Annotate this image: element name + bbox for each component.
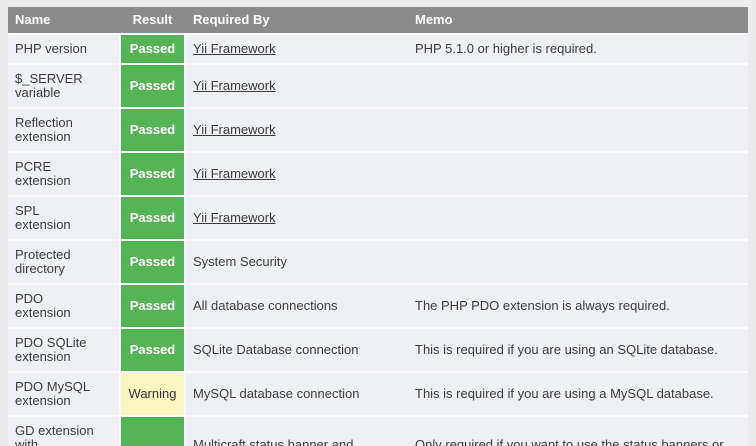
memo-text: Only required if you want to use the sta… <box>415 437 724 446</box>
requirement-name: Reflection extension <box>15 115 73 144</box>
memo-text <box>407 241 748 283</box>
result-badge-passed: Passed <box>119 329 186 371</box>
table-row: SPL extension Passed Yii Framework <box>8 197 748 239</box>
required-by-text: System Security <box>193 254 287 269</box>
required-by-link[interactable]: Yii Framework <box>193 210 276 225</box>
required-by-link[interactable]: Yii Framework <box>193 122 276 137</box>
required-by-cell: Yii Framework <box>186 153 407 195</box>
table-row: GD extension with FreeType support Passed… <box>8 417 748 446</box>
column-header-memo: Memo <box>415 12 453 27</box>
required-by-cell: Yii Framework <box>186 35 407 63</box>
requirement-name: PDO extension <box>15 291 71 320</box>
required-by-cell: Yii Framework <box>186 65 407 107</box>
required-by-cell: System Security <box>186 241 407 283</box>
memo-text: PHP 5.1.0 or higher is required. <box>415 41 597 56</box>
required-by-text: SQLite Database connection <box>193 342 359 357</box>
memo-text: The PHP PDO extension is always required… <box>415 298 670 313</box>
requirement-name: PCRE extension <box>15 159 71 188</box>
table-row: PCRE extension Passed Yii Framework <box>8 153 748 195</box>
required-by-cell: SQLite Database connection <box>186 329 407 371</box>
table-row: PHP version Passed Yii Framework PHP 5.1.0 … <box>8 35 748 63</box>
table-row: PDO extension Passed All database connecti… <box>8 285 748 327</box>
memo-text <box>407 197 748 239</box>
required-by-link[interactable]: Yii Framework <box>193 166 276 181</box>
required-by-link[interactable]: Yii Framework <box>193 78 276 93</box>
column-header-required-by: Required By <box>193 12 270 27</box>
memo-text: This is required if you are using a MySQ… <box>415 386 714 401</box>
memo-text: This is required if you are using an SQL… <box>415 342 718 357</box>
table-row: PDO SQLite extension Passed SQLite Databas… <box>8 329 748 371</box>
requirement-name: Protected directory <box>15 247 71 276</box>
requirements-table: Name Result Required By Memo PHP version… <box>8 7 748 446</box>
required-by-cell: All database connections <box>186 285 407 327</box>
result-badge-passed: Passed <box>119 35 186 63</box>
result-badge-warning: Warning <box>119 373 186 415</box>
required-by-link[interactable]: Yii Framework <box>193 41 276 56</box>
requirement-name: SPL extension <box>15 203 71 232</box>
result-badge-passed: Passed <box>119 241 186 283</box>
column-header-name: Name <box>15 12 51 27</box>
required-by-cell: Yii Framework <box>186 197 407 239</box>
table-row: $_SERVER variable Passed Yii Framework <box>8 65 748 107</box>
table-row: PDO MySQL extension Warning MySQL database… <box>8 373 748 415</box>
memo-text <box>407 109 748 151</box>
required-by-text: All database connections <box>193 298 338 313</box>
required-by-cell: Multicraft status banner and registratio… <box>186 417 407 446</box>
required-by-text: MySQL database connection <box>193 386 360 401</box>
memo-text <box>407 153 748 195</box>
table-row: Reflection extension Passed Yii Framework <box>8 109 748 151</box>
required-by-cell: Yii Framework <box>186 109 407 151</box>
required-by-cell: MySQL database connection <box>186 373 407 415</box>
result-badge-passed: Passed <box>119 153 186 195</box>
memo-text <box>407 65 748 107</box>
requirement-name: $_SERVER variable <box>15 71 83 100</box>
requirement-name: PHP version <box>15 41 88 56</box>
requirement-name: GD extension with FreeType support <box>15 423 94 446</box>
requirement-name: PDO MySQL extension <box>15 379 91 408</box>
table-header-row: Name Result Required By Memo <box>8 7 748 33</box>
result-badge-passed: Passed <box>119 417 186 446</box>
result-badge-passed: Passed <box>119 109 186 151</box>
result-badge-passed: Passed <box>119 285 186 327</box>
requirement-name: PDO SQLite extension <box>15 335 87 364</box>
required-by-text: Multicraft status banner and registratio… <box>193 437 354 446</box>
table-row: Protected directory Passed System Security <box>8 241 748 283</box>
result-badge-passed: Passed <box>119 197 186 239</box>
column-header-result: Result <box>119 7 186 33</box>
result-badge-passed: Passed <box>119 65 186 107</box>
